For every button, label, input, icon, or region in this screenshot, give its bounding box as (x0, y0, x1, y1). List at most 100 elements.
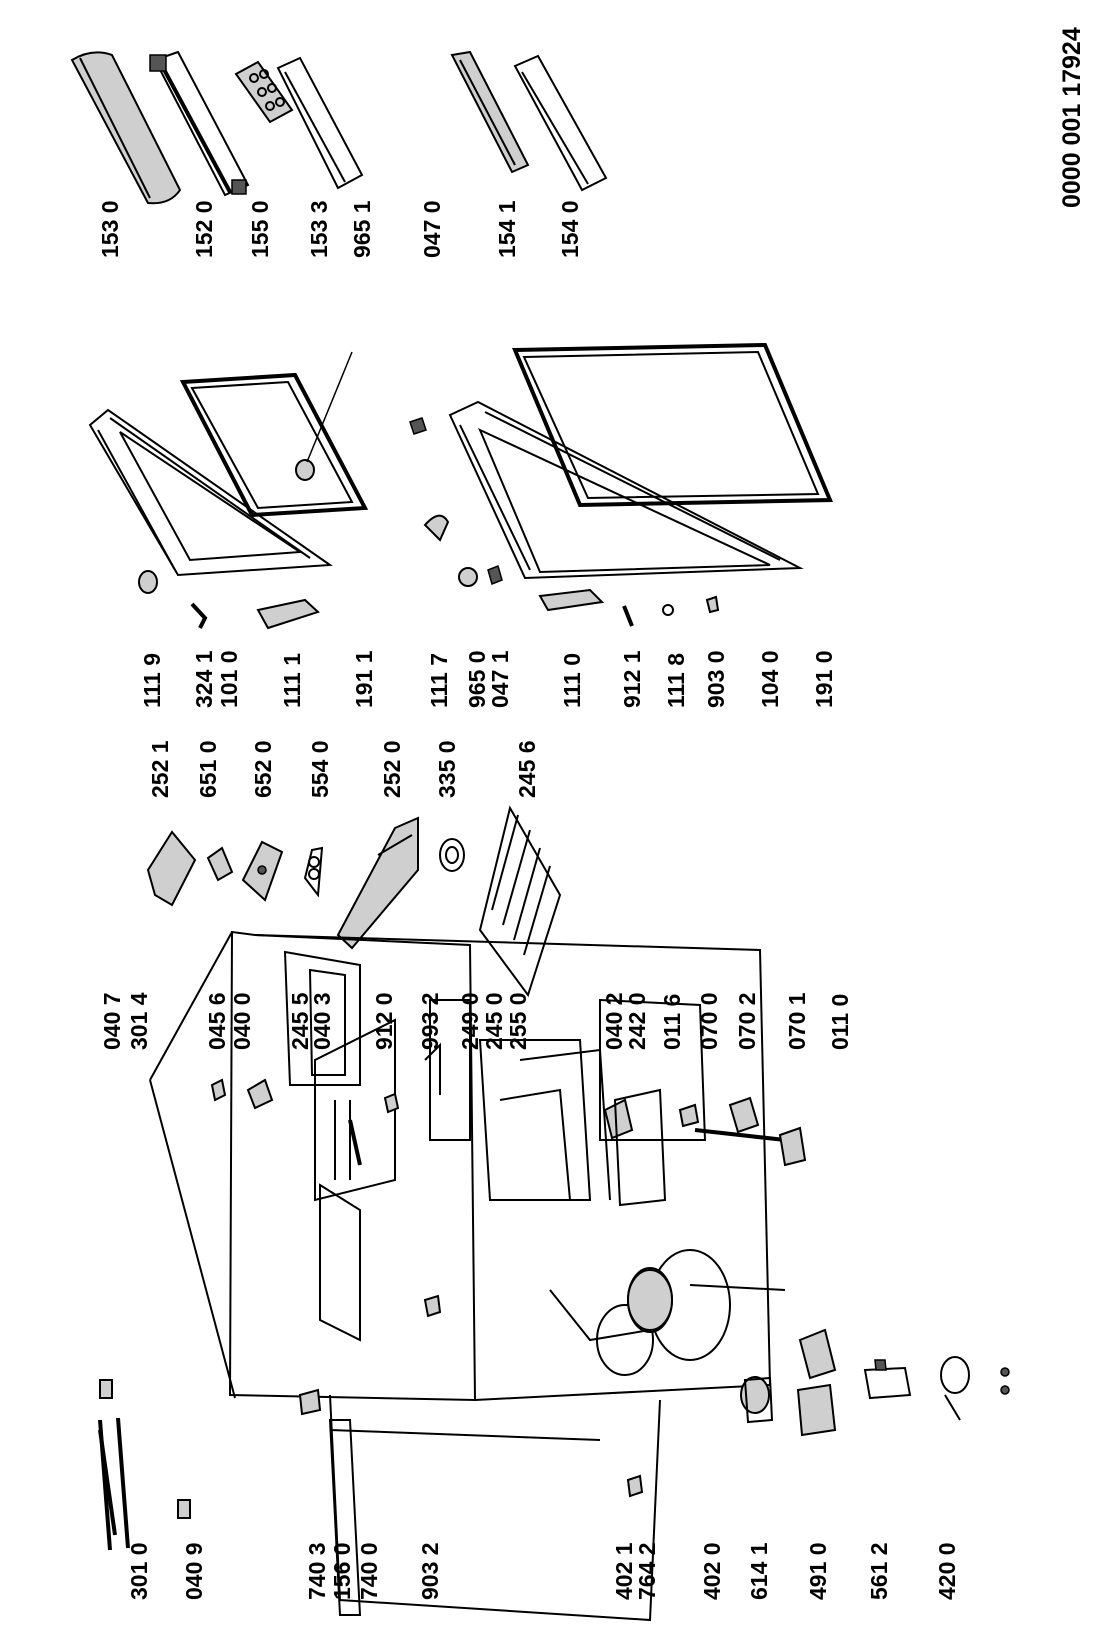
part-324-1 (190, 602, 208, 629)
compressor-402-0 (627, 1249, 731, 1361)
part-label-011-6: 011 6 (659, 994, 685, 1050)
part-label-249-0: 249 0 (457, 992, 483, 1050)
part-912-0 (383, 1092, 400, 1114)
part-965-1 (295, 459, 315, 481)
door-gasket-191-0 (512, 342, 833, 508)
part-label-402-1: 402 1 (611, 1542, 637, 1600)
part-070-1 (778, 1126, 807, 1167)
part-label-245-6: 245 6 (514, 740, 540, 798)
part-label-040-3: 040 3 (309, 992, 335, 1050)
door-shelf-153-0 (70, 51, 182, 205)
shelf-249-0 (478, 1039, 592, 1201)
part-111-7 (423, 514, 450, 542)
part-label-561-2: 561 2 (866, 1542, 892, 1600)
part-label-903-0: 903 0 (703, 650, 729, 708)
part-label-040-0: 040 0 (229, 992, 255, 1050)
part-label-111-8: 111 8 (663, 653, 689, 708)
seal-301-4 (116, 1417, 130, 1549)
door-gasket-191-1 (179, 372, 369, 518)
part-label-045-6: 045 6 (204, 992, 230, 1050)
foot-011-0 (798, 1328, 837, 1380)
part-label-070-0: 070 0 (696, 992, 722, 1050)
part-335-0 (439, 838, 465, 872)
part-993-2 (424, 1042, 441, 1095)
part-number-labels: 153 0 152 0 155 0 153 3 965 1 047 0 154 1 154 0… (97, 200, 960, 1600)
part-label-047-1: 047 1 (487, 650, 513, 708)
part-070-2 (728, 1096, 760, 1134)
housing-252-0 (336, 816, 419, 950)
part-label-420-0: 420 0 (934, 1542, 960, 1600)
door-shelf-153-3 (276, 56, 364, 190)
part-label-740-0: 740 0 (356, 1542, 382, 1600)
part-label-652-0: 652 0 (250, 740, 276, 798)
part-764-2 (626, 1474, 644, 1498)
part-label-965-1: 965 1 (349, 200, 375, 258)
door-shelf-154-1 (450, 50, 530, 174)
part-label-156-0: 156 0 (329, 1542, 355, 1600)
part-label-070-2: 070 2 (734, 992, 760, 1050)
part-965-0 (458, 567, 478, 587)
part-label-245-5: 245 5 (287, 992, 313, 1050)
part-label-111-0: 111 0 (559, 653, 585, 708)
crisper-242-0 (613, 1088, 667, 1207)
shelf-245-5 (314, 1018, 396, 1202)
part-903-2 (423, 1294, 442, 1318)
part-040-3 (348, 1119, 362, 1166)
fridge-door-104-0 (448, 400, 804, 580)
part-label-153-3: 153 3 (306, 200, 332, 258)
part-label-111-7: 111 7 (426, 653, 452, 708)
document-number: 0000 001 17924 (1058, 27, 1086, 208)
strip-070-0 (694, 1128, 786, 1142)
lamp-651-0 (206, 846, 234, 882)
part-label-912-0: 912 0 (371, 992, 397, 1050)
part-label-402-0: 402 0 (699, 1542, 725, 1600)
leader-965-1 (306, 351, 353, 463)
part-740-3 (298, 1388, 322, 1416)
part-252-1 (146, 830, 197, 907)
relay-614-1 (740, 1376, 774, 1424)
part-label-740-3: 740 3 (304, 1542, 330, 1600)
thermostat-652-0 (241, 840, 284, 902)
seal-301-0 (98, 1419, 112, 1551)
part-label-154-0: 154 0 (557, 200, 583, 258)
part-label-191-0: 191 0 (811, 650, 837, 708)
part-label-965-0: 965 0 (464, 650, 490, 708)
part-912-1 (622, 605, 634, 627)
door-shelf-152-0 (149, 50, 250, 197)
capacitor-420-0 (940, 1356, 1010, 1421)
part-111-8 (662, 604, 674, 616)
part-903-0 (705, 595, 720, 614)
part-label-191-1: 191 1 (351, 650, 377, 708)
part-561-2 (863, 1359, 912, 1400)
part-label-301-4: 301 4 (126, 992, 152, 1050)
part-label-903-2: 903 2 (417, 1542, 443, 1600)
part-label-993-2: 993 2 (417, 992, 443, 1050)
part-label-252-0: 252 0 (379, 740, 405, 798)
handle-111-1 (256, 598, 320, 630)
part-label-155-0: 155 0 (247, 200, 273, 258)
part-label-153-0: 153 0 (97, 200, 123, 258)
part-label-040-9: 040 9 (181, 1542, 207, 1600)
condenser-740-0 (328, 1419, 362, 1616)
part-label-255-0: 255 0 (505, 992, 531, 1050)
part-040-9 (177, 1499, 191, 1519)
part-label-335-0: 335 0 (434, 740, 460, 798)
part-label-152-0: 152 0 (191, 200, 217, 258)
part-label-614-1: 614 1 (746, 1542, 772, 1600)
part-label-047-0: 047 0 (419, 200, 445, 258)
part-label-101-0: 101 0 (216, 650, 242, 708)
part-label-245-0: 245 0 (481, 992, 507, 1050)
part-047-1 (487, 564, 503, 586)
part-label-324-1: 324 1 (191, 650, 217, 708)
part-040-0 (246, 1078, 274, 1110)
part-label-011-0: 011 0 (827, 994, 853, 1050)
bracket-040-2 (603, 1098, 634, 1140)
shelf-245-6 (478, 805, 562, 998)
part-label-154-1: 154 1 (494, 200, 520, 258)
part-label-252-1: 252 1 (147, 740, 173, 798)
part-label-491-0: 491 0 (805, 1542, 831, 1600)
part-label-040-7: 040 7 (99, 992, 125, 1050)
part-label-111-9: 111 9 (139, 653, 165, 708)
part-label-040-2: 040 2 (601, 992, 627, 1050)
